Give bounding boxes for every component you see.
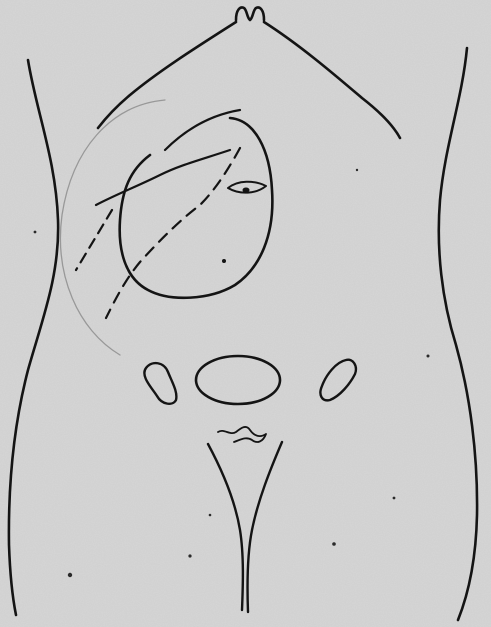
oval-marking-dot: [243, 188, 250, 193]
mass-inner-dot: [222, 259, 226, 263]
